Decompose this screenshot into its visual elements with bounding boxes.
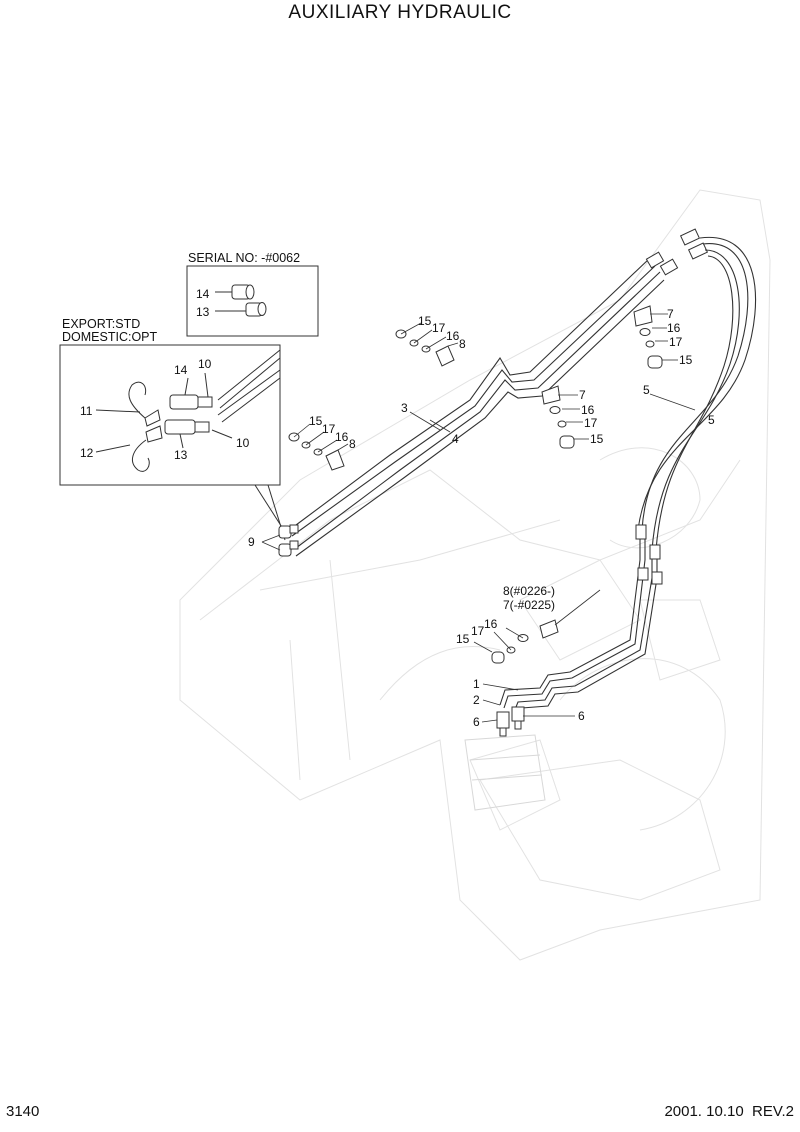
pipe-3-4	[291, 257, 665, 557]
g1-label-16: 16	[446, 329, 460, 343]
fitting-6	[496, 706, 525, 737]
export-box-parts	[95, 349, 281, 472]
export-label-10-bottom: 10	[236, 436, 250, 450]
callout-9: 9	[248, 535, 255, 549]
callout-4: 4	[452, 432, 459, 446]
leader-lines	[261, 313, 696, 723]
g5-label-15: 15	[456, 632, 470, 646]
hose-5	[637, 236, 757, 551]
export-label-13: 13	[174, 448, 188, 462]
g5-label-16: 16	[484, 617, 498, 631]
clamp-group-5	[491, 619, 559, 664]
export-label-14: 14	[174, 363, 188, 377]
serial-box-fittings	[215, 284, 267, 317]
g2-label-15: 15	[309, 414, 323, 428]
clamp-group-4	[541, 385, 575, 449]
export-label-10-top: 10	[198, 357, 212, 371]
g2-label-8: 8	[349, 437, 356, 451]
g1-label-8: 8	[459, 337, 466, 351]
callout-1: 1	[473, 677, 480, 691]
g5-label-7: 7(-#0225)	[503, 598, 556, 612]
page-title: AUXILIARY HYDRAULIC	[288, 2, 512, 23]
callout-2: 2	[473, 693, 480, 707]
export-note-line2: DOMESTIC:OPT	[62, 330, 158, 344]
serial-label-14: 14	[196, 287, 210, 301]
callout-6b: 6	[578, 709, 585, 723]
machine-body-outline	[179, 189, 771, 961]
pipe-couplings	[635, 524, 663, 585]
g2-label-16: 16	[335, 430, 349, 444]
fitting-9	[278, 524, 299, 557]
export-box-frame	[59, 344, 281, 486]
callout-6a: 6	[473, 715, 480, 729]
export-note-line1: EXPORT:STD	[62, 317, 141, 331]
top-couplings	[645, 228, 709, 276]
g4-label-16: 16	[581, 403, 595, 417]
clamp-group-3	[633, 305, 663, 369]
g3-label-15: 15	[679, 353, 693, 367]
g2-label-17: 17	[322, 422, 336, 436]
g4-label-7: 7	[579, 388, 586, 402]
callout-5b: 5	[708, 413, 715, 427]
g5-label-8: 8(#0226-)	[503, 584, 556, 598]
export-label-12: 12	[80, 446, 94, 460]
g3-label-17: 17	[669, 335, 683, 349]
valve-block	[464, 734, 546, 811]
serial-heading: SERIAL NO: -#0062	[188, 251, 301, 265]
g4-label-17: 17	[584, 416, 598, 430]
g4-label-15: 15	[590, 432, 604, 446]
page-number: 3140	[6, 1103, 40, 1120]
serial-box-frame	[186, 265, 319, 337]
g3-label-7: 7	[667, 307, 674, 321]
g1-label-15: 15	[418, 314, 432, 328]
revision-date: 2001. 10.10 REV.2	[664, 1103, 794, 1120]
callout-3: 3	[401, 401, 408, 415]
callout-5a: 5	[643, 383, 650, 397]
g1-label-17: 17	[432, 321, 446, 335]
serial-label-13: 13	[196, 305, 210, 319]
g3-label-16: 16	[667, 321, 681, 335]
g5-label-17: 17	[471, 624, 485, 638]
export-label-11: 11	[80, 404, 93, 418]
